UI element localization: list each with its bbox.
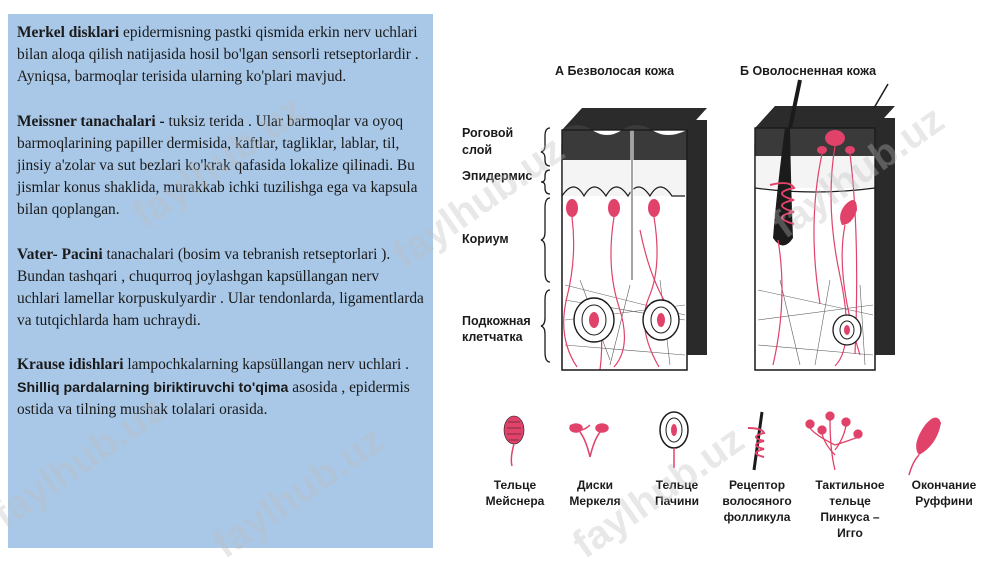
label-epidermis: Эпидермис <box>462 169 532 183</box>
label-stratum-corneum-2: слой <box>462 143 492 157</box>
legend-merkel-line2: Меркеля <box>569 494 620 508</box>
legend-pinkus-line3: Пинкуса – <box>820 510 879 524</box>
skin-receptors-figure: А Безволосая кожа Б Оволосненная кожа Ро… <box>462 64 977 540</box>
legend-pinkus-line1: Тактильное <box>815 478 885 492</box>
skin-block-hairless <box>561 108 707 371</box>
legend-icon-meissner <box>503 415 525 467</box>
label-braces <box>540 127 551 363</box>
legend-ruffini-line2: Руффини <box>915 494 973 508</box>
legend-pacini-line2: Пачини <box>655 494 699 508</box>
label-subcutis-2: клетчатка <box>462 330 524 344</box>
paragraph-meissner: Meissner tanachalari - tuksiz terida . U… <box>17 112 418 219</box>
legend-meissner-line2: Мейснера <box>486 494 545 508</box>
legend-follicle-line3: фолликула <box>724 510 791 524</box>
legend-merkel-line1: Диски <box>577 478 613 492</box>
legend-icon-pinkus-iggo <box>805 411 863 471</box>
paragraph-krause: Krause idishlari lampochkalarning kapsül… <box>17 356 410 418</box>
skin-block-hairy <box>754 79 895 371</box>
legend-icon-hair-follicle-receptor <box>747 411 766 471</box>
title-hairless-skin: А Безволосая кожа <box>555 64 675 78</box>
legend-icon-ruffini <box>908 417 941 476</box>
legend-pinkus-line2: тельце <box>829 494 871 508</box>
legend-icon-merkel <box>569 423 609 458</box>
legend-icon-pacini <box>659 411 689 468</box>
label-corium: Кориум <box>462 232 509 246</box>
legend-follicle-line1: Рецептор <box>729 478 785 492</box>
text-panel: Merkel disklari epidermisning pastki qis… <box>8 14 433 548</box>
title-hairy-skin: Б Оволосненная кожа <box>740 64 877 78</box>
legend-follicle-line2: волосяного <box>722 494 791 508</box>
legend-meissner-line1: Тельце <box>494 478 537 492</box>
paragraph-pacini: Vater- Pacini tanachalari (bosim va tebr… <box>17 245 424 330</box>
legend-labels: Тельце Мейснера Диски Меркеля Тельце Пач… <box>486 478 977 540</box>
legend-pinkus-line4: Игго <box>837 526 863 540</box>
label-subcutis-1: Подкожная <box>462 314 531 328</box>
legend-ruffini-line1: Окончание <box>912 478 977 492</box>
legend-pacini-line1: Тельце <box>656 478 699 492</box>
label-stratum-corneum-1: Роговой <box>462 126 513 140</box>
paragraph-merkel: Merkel disklari epidermisning pastki qis… <box>17 24 419 86</box>
